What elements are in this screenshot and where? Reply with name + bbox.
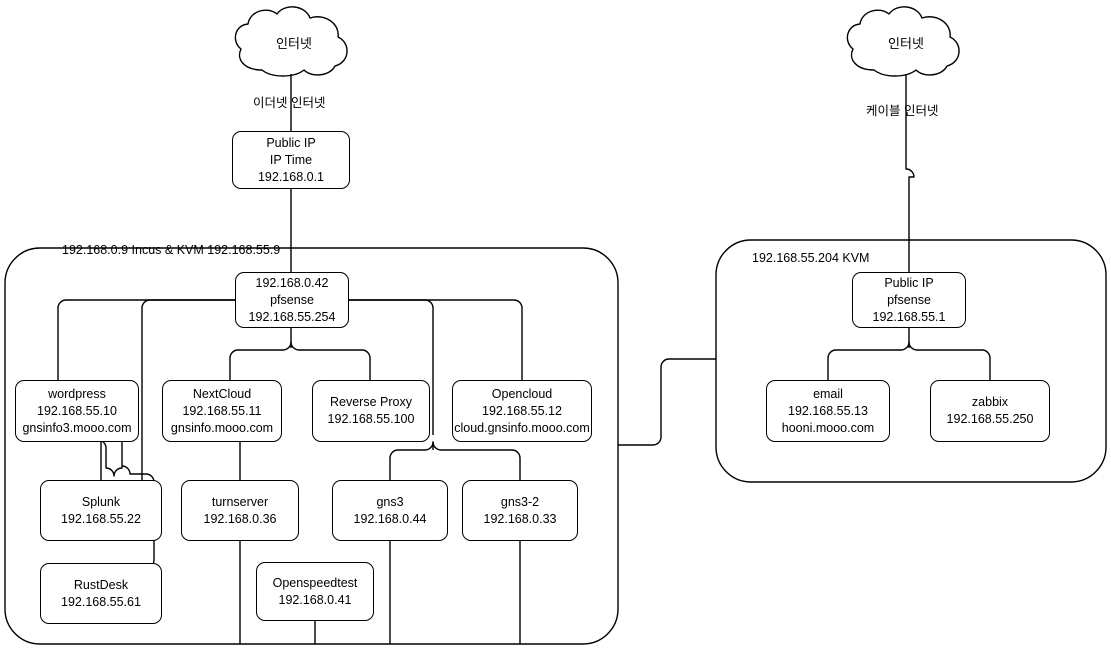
node-wordpress[interactable]: wordpress 192.168.55.10 gnsinfo3.mooo.co… — [15, 380, 139, 442]
node-reverse-proxy[interactable]: Reverse Proxy 192.168.55.100 — [312, 380, 430, 442]
node-line: zabbix — [971, 395, 1009, 409]
node-rustdesk[interactable]: RustDesk 192.168.55.61 — [40, 563, 162, 624]
node-line: hooni.mooo.com — [781, 420, 875, 435]
node-line: pfsense — [887, 292, 931, 307]
group-label-incus-kvm: 192.168.0.9 Incus & KVM 192.168.55.9 — [62, 242, 280, 259]
node-line: RustDesk — [73, 577, 129, 592]
node-line: 192.168.55.61 — [61, 594, 141, 609]
wire-pfsense-to-opencloud — [349, 299, 523, 380]
group-label-line: 192.168.55.204 — [752, 251, 839, 265]
node-line: gnsinfo.mooo.com — [170, 420, 274, 435]
node-gns3[interactable]: gns3 192.168.0.44 — [332, 480, 448, 541]
node-zabbix[interactable]: zabbix 192.168.55.250 — [930, 380, 1050, 442]
group-label-line: Incus & KVM — [131, 243, 204, 257]
node-line: 192.168.55.13 — [788, 403, 868, 418]
node-line: Reverse Proxy — [330, 395, 412, 409]
node-line: 192.168.55.250 — [946, 412, 1034, 426]
node-line: 192.168.55.1 — [872, 309, 946, 324]
node-public-ip-iptime[interactable]: Public IP IP Time 192.168.0.1 — [232, 131, 350, 189]
node-line: NextCloud — [192, 386, 252, 401]
wire-fork-nextcloud-reverseproxy — [229, 341, 371, 380]
group-label-kvm: 192.168.55.204 KVM — [752, 250, 869, 267]
group-label-line: KVM — [842, 251, 870, 265]
node-splunk[interactable]: Splunk 192.168.55.22 — [40, 480, 162, 541]
wire-group-to-group — [618, 358, 716, 446]
node-line: email — [813, 386, 843, 401]
node-pfsense-main[interactable]: 192.168.0.42 pfsense 192.168.55.254 — [235, 272, 349, 328]
node-line: 192.168.55.100 — [327, 412, 415, 426]
node-line: Openspeedtest — [272, 575, 358, 590]
node-line: wordpress — [48, 386, 106, 401]
node-line: 192.168.0.41 — [278, 592, 352, 607]
node-line: 192.168.55.12 — [482, 403, 562, 418]
wire-pfsense-to-wordpress — [57, 299, 235, 380]
node-line: Opencloud — [491, 386, 553, 401]
node-line: gns3 — [376, 494, 404, 509]
node-line: 192.168.0.1 — [257, 169, 325, 184]
node-line: 192.168.0.36 — [203, 511, 277, 526]
wire-wordpress-fork — [97, 439, 123, 477]
node-openspeedtest[interactable]: Openspeedtest 192.168.0.41 — [256, 562, 374, 621]
node-nextcloud[interactable]: NextCloud 192.168.55.11 gnsinfo.mooo.com — [162, 380, 282, 442]
node-line: 192.168.55.254 — [248, 309, 336, 324]
node-opencloud[interactable]: Opencloud 192.168.55.12 cloud.gnsinfo.mo… — [452, 380, 592, 442]
node-email[interactable]: email 192.168.55.13 hooni.mooo.com — [766, 380, 890, 442]
node-gns3-2[interactable]: gns3-2 192.168.0.33 — [462, 480, 578, 541]
node-line: Public IP — [884, 275, 934, 290]
node-pfsense-right[interactable]: Public IP pfsense 192.168.55.1 — [852, 272, 966, 328]
node-line: 192.168.55.22 — [61, 511, 141, 526]
group-label-line: 192.168.55.9 — [207, 243, 281, 257]
node-line: pfsense — [270, 292, 314, 307]
node-line: IP Time — [269, 152, 313, 167]
link-label-cable-internet: 케이블 인터넷 — [866, 104, 939, 118]
node-line: Splunk — [81, 494, 121, 509]
cloud-label-internet-right: 인터넷 — [888, 36, 924, 51]
node-line: turnserver — [211, 494, 269, 509]
wire-fork-email-zabbix — [827, 341, 991, 380]
node-line: gnsinfo3.mooo.com — [22, 420, 132, 435]
wire-gns3-fork — [389, 441, 521, 480]
link-label-ethernet-internet: 이더넷 인터넷 — [253, 96, 326, 110]
node-line: 192.168.55.11 — [182, 403, 262, 418]
node-line: 192.168.55.10 — [37, 403, 117, 418]
group-label-line: 192.168.0.9 — [62, 243, 129, 257]
node-line: 192.168.0.44 — [353, 511, 427, 526]
node-line: 192.168.0.33 — [483, 511, 557, 526]
node-line: cloud.gnsinfo.mooo.com — [454, 420, 590, 435]
node-line: gns3-2 — [500, 494, 540, 509]
node-turnserver[interactable]: turnserver 192.168.0.36 — [181, 480, 299, 541]
node-line: Public IP — [266, 135, 316, 150]
node-line: 192.168.0.42 — [255, 275, 329, 290]
cloud-label-internet-left: 인터넷 — [276, 36, 312, 51]
